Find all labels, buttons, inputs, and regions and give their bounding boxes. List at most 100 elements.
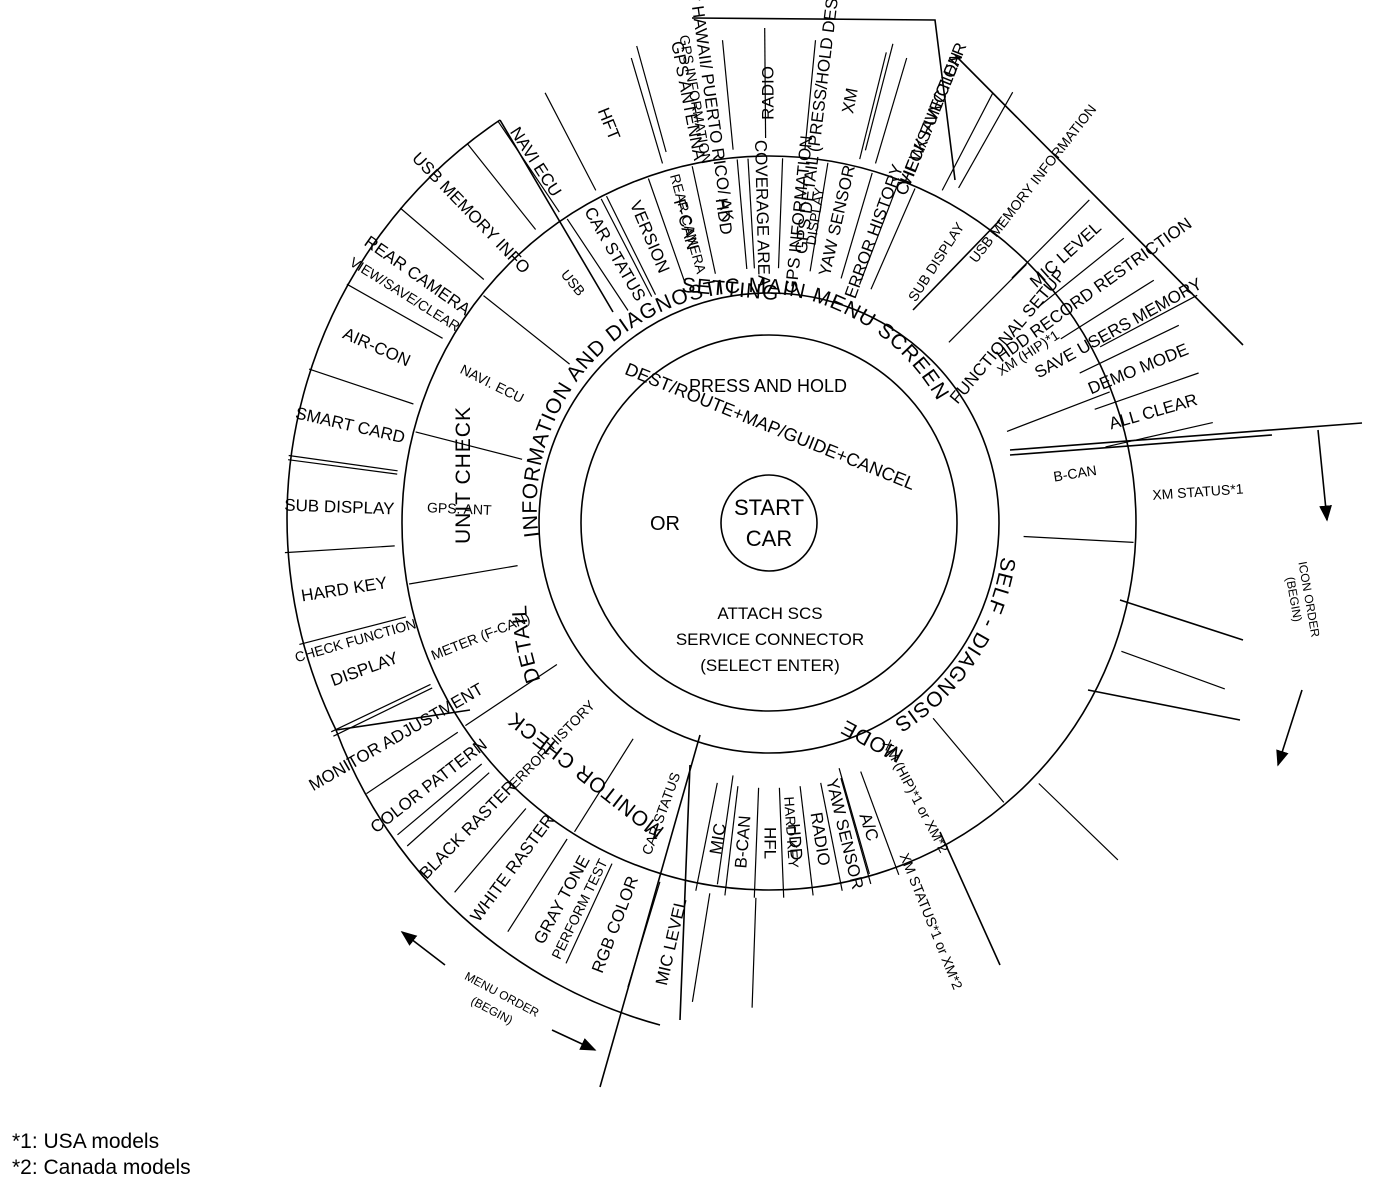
mode-item-divider — [860, 771, 900, 876]
unit-check-item-4: HFT — [594, 105, 624, 143]
self-diagnosis-outer-item-divider — [497, 120, 560, 213]
unit-check-item-divider — [308, 368, 414, 405]
mode-item-3: HDD — [784, 823, 806, 861]
unit-check-item-divider — [299, 616, 407, 645]
functional-setup-outer-arc — [954, 54, 1244, 346]
unit-check-item-divider — [466, 143, 537, 230]
self-diagnosis-outer-item-4: CHECK FUNCTION — [293, 615, 418, 665]
footnote-canada: *2: Canada models — [12, 1156, 191, 1179]
setting-outer-item-divider — [636, 45, 667, 153]
unit-check-item-divider — [330, 683, 431, 733]
center-car: CAR — [746, 526, 792, 551]
self-diagnosis-item-6: NAVI. ECU — [458, 361, 527, 406]
mode-item-divider — [799, 786, 814, 896]
self-diagnosis-outer-item-6: XM STATUS*1 or XM*2 — [897, 851, 967, 992]
monitor-check-item-0: MONITOR ADJUSTMENT — [306, 679, 487, 794]
menu-ring — [538, 292, 1000, 754]
mode-item-divider — [840, 777, 872, 885]
self-diagnosis-item-divider — [838, 768, 870, 875]
monitor-check-item-divider — [507, 838, 568, 933]
setting-item-divider — [647, 178, 686, 283]
unit-check-item-divider — [284, 545, 395, 554]
unit-check-item-divider — [346, 283, 443, 339]
setting-outer-item-divider — [958, 91, 1014, 189]
unit-check-item-2: RADIO — [758, 66, 777, 120]
self-diag-outer-arc — [1009, 434, 1273, 721]
self-diagnosis-item-divider — [408, 565, 518, 585]
setting-outer-item-2: VIEW/SAVE/CLEAR — [895, 40, 970, 190]
setting-item-divider — [605, 195, 657, 295]
monitor-check-item-divider — [333, 687, 433, 737]
monitor-check-item-divider — [406, 772, 490, 847]
divider-setting-functional — [912, 219, 1001, 311]
setting-outer-item-divider — [764, 27, 767, 139]
self-diagnosis-item-divider — [1006, 391, 1110, 432]
mode-outer-arc — [679, 764, 1001, 1021]
mode-item-4: RADIO — [807, 811, 834, 867]
setting-item-divider — [840, 172, 873, 279]
unit-check-item-10: SUB DISPLAY — [284, 496, 395, 519]
unit-check-item-8: AIR-CON — [340, 324, 413, 371]
functional-setup-item-divider — [1079, 324, 1180, 374]
self-diagnosis-item-5: USB — [558, 266, 589, 298]
attach-line2: SERVICE CONNECTOR — [676, 630, 864, 649]
mode-item-divider — [820, 782, 843, 891]
icon-order-arrow-upper — [1317, 429, 1332, 522]
unit-check-item-divider — [941, 92, 994, 191]
unit-check-item-1: XM — [838, 86, 862, 115]
setting-item-1: VERSION — [626, 198, 673, 276]
self-diagnosis-item-divider — [415, 431, 523, 460]
self-diagnosis-item-2: SUB DISPLAY — [905, 219, 968, 305]
divider-functional-selfdiag — [1009, 422, 1363, 451]
setting-item-divider — [736, 159, 748, 270]
mode-item-1: B-CAN — [731, 815, 754, 869]
self-diagnosis-item-divider — [483, 295, 570, 365]
footnotes: *1: USA models *2: Canada models — [12, 1129, 191, 1181]
unit-check-item-divider — [288, 459, 398, 475]
order-arrows — [400, 429, 1332, 1051]
divider-unit-monitor — [335, 709, 471, 731]
functional-setup-item-divider — [1037, 237, 1125, 308]
self-diagnosis-item-0: B-CAN — [1052, 462, 1098, 485]
mode-item-0: MIC — [706, 822, 730, 856]
functional-setup-item-divider — [1105, 422, 1213, 448]
setting-item-divider — [777, 158, 784, 269]
core-circle — [580, 334, 958, 712]
self-diagnosis-outer-item-divider — [288, 454, 398, 472]
unit-check-item-divider — [399, 207, 485, 280]
category-ring — [401, 155, 1137, 891]
center-start: START — [734, 495, 804, 520]
mode-item-divider — [724, 786, 739, 896]
mode-item-divider — [778, 787, 785, 898]
self-diagnosis-item-divider — [932, 717, 1005, 803]
mode-item-2: HFL — [761, 827, 780, 859]
unit-check-item-6: USB MEMORY INFO — [408, 149, 533, 278]
press-hold-line1: PRESS AND HOLD — [689, 376, 847, 396]
mode-item-divider — [695, 782, 718, 891]
menu-order-arrow-left — [400, 931, 446, 966]
unit-check-item-divider — [630, 57, 664, 164]
unit-check-item-divider — [804, 40, 817, 150]
setting-item-divider — [691, 166, 716, 274]
center-circle — [720, 474, 818, 572]
self-diagnosis-outer-item-0: XM STATUS*1 — [1152, 481, 1244, 503]
monitor-check-item-divider — [565, 863, 613, 964]
self-diagnosis-ring-label: SELF - DIAGNOSIS — [890, 556, 1019, 737]
monitor-check-item-divider — [691, 893, 711, 1002]
monitor-check-outer-arc — [335, 729, 661, 1026]
self-diagnosis-outer-item-divider — [397, 763, 483, 836]
self-diagnosis-item-divider — [465, 664, 558, 727]
self-diagnosis-item-divider — [747, 158, 755, 269]
functional-setup-item-divider — [1060, 279, 1155, 340]
icon-order-arrow-lower — [1276, 689, 1303, 767]
functional-setup-item-divider — [1011, 199, 1090, 279]
setting-outer-box — [691, 17, 956, 181]
unit-check-item-divider — [721, 40, 734, 150]
monitor-check-item-divider — [366, 731, 459, 795]
monitor-check-item-6: MIC LEVEL — [652, 896, 690, 987]
monitor-check-item-divider — [454, 808, 527, 893]
self-diagnosis-outer-item-divider — [1121, 650, 1226, 690]
self-diagnosis-item-11: HARD KEY — [781, 796, 802, 869]
self-diagnosis-item-divider — [1023, 535, 1134, 543]
